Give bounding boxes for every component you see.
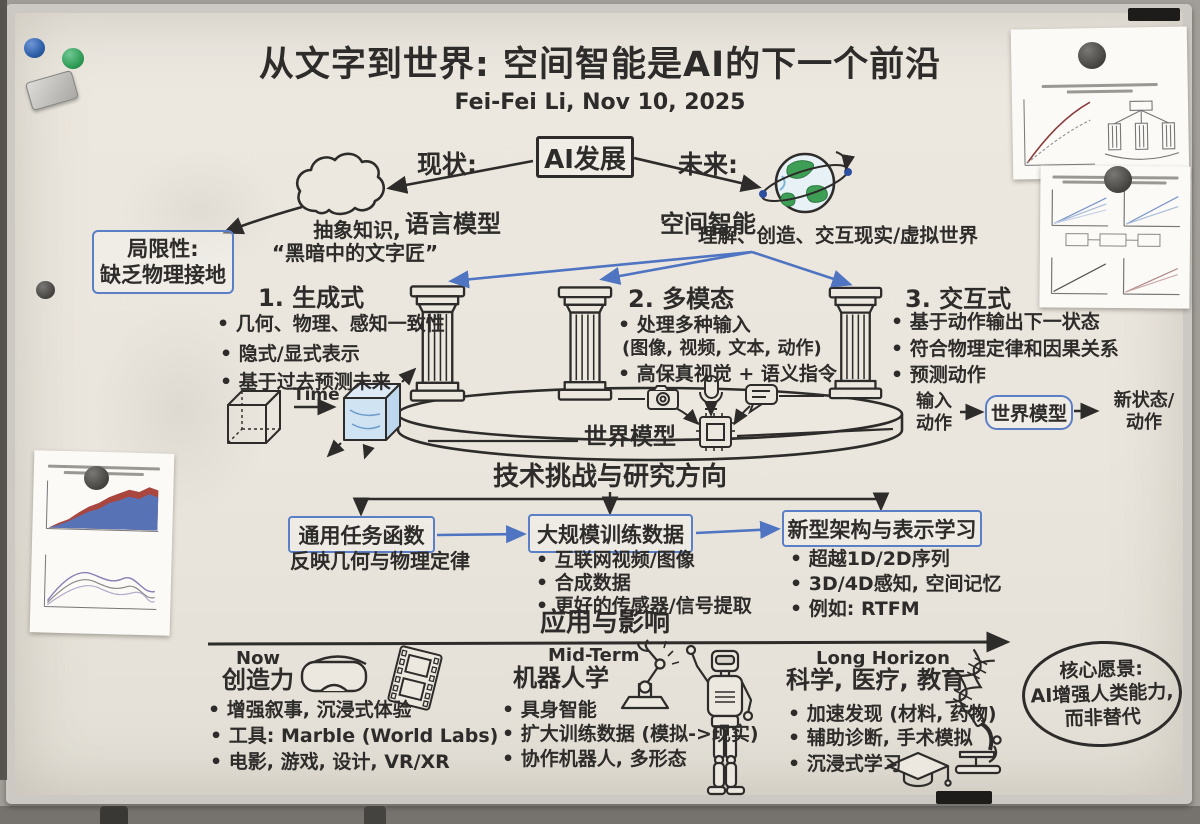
challenge-box-1-label: 通用任务函数 (298, 523, 425, 548)
longhorizon-label: Long Horizon (816, 648, 950, 669)
vision-line3: 而非替代 (1064, 705, 1142, 731)
multimodal-heading: 2. 多模态 (628, 285, 735, 313)
challenge-box-2-bullet: 更好的传感器/信号提取 (536, 595, 752, 618)
world-model-box: 世界模型 (985, 395, 1073, 430)
scaling-mini-charts (1050, 189, 1181, 296)
ai-development-box: AI发展 (536, 136, 634, 178)
magnet-green (62, 48, 84, 69)
challenge-box-3-bullet: 例如: RTFM (790, 598, 920, 621)
challenge-box-2: 大规模训练数据 (528, 514, 693, 553)
flow-output-line1: 新状态/ (1113, 390, 1175, 411)
magnet-dark (36, 281, 55, 299)
challenge-box-2-bullet: 合成数据 (536, 572, 631, 595)
present-label: 现状: (417, 150, 477, 179)
multimodal-bullet: 高保真视觉 + 语义指令 (618, 363, 837, 386)
stacked-area-mini-chart (43, 480, 159, 610)
cloud-caption-line2: “黑暗中的文字匠” (271, 241, 439, 265)
challenge-box-3-bullet: 超越1D/2D序列 (790, 548, 950, 571)
pinned-paper-left (29, 450, 175, 636)
limitation-line2: 缺乏物理接地 (100, 263, 226, 287)
flow-input-line1: 输入 (916, 391, 952, 412)
frontier-mini-figure (1023, 99, 1180, 166)
challenge-box-1: 通用任务函数 (288, 516, 435, 553)
magnet-dark-right-paper (1104, 166, 1132, 193)
midterm-title: 机器人学 (513, 664, 609, 692)
interactive-heading: 3. 交互式 (905, 285, 1012, 313)
present-sub: 语言模型 (405, 210, 501, 238)
now-bullet: 工具: Marble (World Labs) (210, 725, 499, 748)
interactive-bullet: 预测动作 (891, 364, 986, 387)
challenge-box-3: 新型架构与表示学习 (782, 510, 982, 547)
ai-development-label: AI发展 (544, 144, 626, 175)
cloud-caption-line1: 抽象知识, (313, 218, 401, 242)
now-title: 创造力 (222, 666, 294, 694)
challenge-box-1-note: 反映几何与物理定律 (290, 549, 470, 573)
longhorizon-bullet: 辅助诊断, 手术模拟 (788, 727, 973, 750)
pinned-paper-top-right (1010, 26, 1190, 180)
now-bullet: 增强叙事, 沉浸式体验 (208, 699, 412, 722)
generative-bullet: 几何、物理、感知一致性 (217, 313, 445, 336)
window-frame-edge (0, 0, 7, 780)
applications-heading: 应用与影响 (539, 608, 670, 638)
interactive-bullet: 符合物理定律和因果关系 (891, 338, 1119, 361)
interactive-bullet: 基于动作输出下一状态 (891, 311, 1100, 334)
wall-shadow (0, 806, 1200, 824)
now-bullet: 电影, 游戏, 设计, VR/XR (210, 751, 450, 774)
vision-line2: AI增强人类能力, (1030, 680, 1174, 708)
page-title: 从文字到世界: 空间智能是AI的下一个前沿 (258, 45, 942, 85)
vision-line1: 核心愿景: (1058, 657, 1144, 682)
time-label: Time (293, 385, 340, 405)
multimodal-bullet: (图像, 视频, 文本, 动作) (622, 338, 822, 359)
future-sub: 空间智能 (660, 210, 756, 238)
stand-foot-mid (364, 806, 386, 824)
longhorizon-title: 科学, 医疗, 教育 (786, 666, 965, 694)
pinned-paper-right (1039, 165, 1191, 309)
magnet-dark-topright-paper (1078, 42, 1106, 69)
magnet-dark-left-paper (84, 466, 109, 490)
page-byline: Fei-Fei Li, Nov 10, 2025 (454, 90, 746, 115)
challenge-box-3-label: 新型架构与表示学习 (787, 517, 977, 542)
challenge-box-2-bullet: 互联网视频/图像 (536, 549, 695, 572)
brand-sticker-top (1128, 8, 1180, 21)
midterm-bullet: 扩大训练数据 (模拟->现实) (502, 723, 759, 746)
multimodal-bullet: 处理多种输入 (618, 314, 751, 337)
generative-bullet: 隐式/显式表示 (220, 343, 360, 366)
magnet-blue (24, 38, 45, 58)
future-label: 未来: (678, 150, 738, 179)
flow-input: 输入 动作 (908, 391, 960, 434)
midterm-bullet: 具身智能 (502, 699, 597, 722)
stand-foot-left (100, 806, 128, 824)
brand-sticker-tray (936, 791, 992, 804)
longhorizon-bullet: 加速发现 (材料, 药物) (788, 703, 997, 726)
now-label: Now (236, 648, 281, 669)
midterm-bullet: 协作机器人, 多形态 (502, 748, 687, 771)
longhorizon-bullet: 沉浸式学习 (788, 753, 902, 776)
generative-bullet: 基于过去预测未来 (220, 371, 391, 394)
flow-output-line2: 动作 (1126, 411, 1162, 433)
generative-heading: 1. 生成式 (258, 284, 365, 312)
limitation-box: 局限性: 缺乏物理接地 (92, 230, 234, 294)
flow-output: 新状态/ 动作 (1098, 390, 1190, 433)
challenge-box-3-bullet: 3D/4D感知, 空间记忆 (790, 573, 1002, 596)
midterm-label: Mid-Term (548, 645, 640, 666)
challenge-box-2-label: 大规模训练数据 (537, 522, 684, 547)
multi-line-mini-chart (43, 554, 157, 610)
future-caption: 理解、创造、交互现实/虚拟世界 (697, 224, 979, 247)
challenges-heading: 技术挑战与研究方向 (492, 462, 727, 492)
flow-input-line2: 动作 (916, 412, 952, 434)
world-model-box-label: 世界模型 (990, 403, 1067, 425)
platform-label: 世界模型 (584, 424, 676, 450)
limitation-line1: 局限性: (127, 236, 199, 261)
